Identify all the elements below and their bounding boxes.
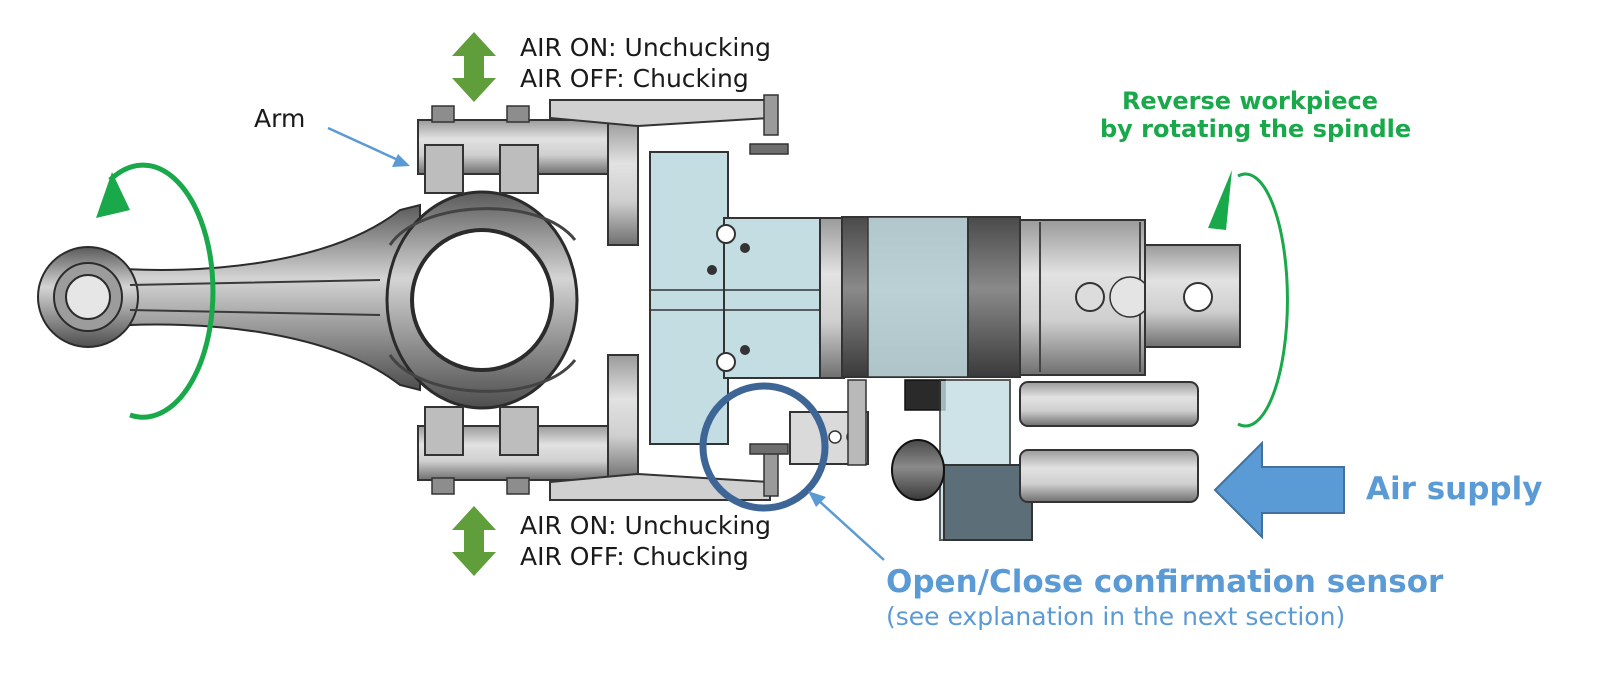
double-arrow-vertical-icon — [452, 506, 496, 576]
bottom-air-on-label: AIR ON: Unchucking — [520, 511, 772, 540]
arm-pointer-arrow — [327, 126, 410, 167]
arm-label: Arm — [254, 104, 306, 133]
gripper-body — [649, 151, 1241, 445]
sensor-title-label: Open/Close confirmation sensor — [886, 564, 1444, 600]
reverse-workpiece-label: Reverse workpiece by rotating the spindl… — [1100, 87, 1412, 143]
rotation-arrow-icon — [96, 162, 216, 420]
bottom-air-off-label: AIR OFF: Chucking — [520, 542, 749, 571]
upper-arm — [417, 94, 789, 246]
rotation-arrow-icon — [1208, 170, 1289, 428]
sensor-pointer-arrow — [808, 491, 885, 561]
air-cylinders — [789, 379, 1199, 541]
air-supply-label: Air supply — [1366, 471, 1543, 507]
sensor-highlight-circle — [699, 382, 829, 512]
sensor-note-label: (see explanation in the next section) — [886, 602, 1346, 631]
connecting-rod-workpiece — [37, 190, 579, 410]
left-arrow-icon — [1213, 440, 1345, 540]
top-air-on-label: AIR ON: Unchucking — [520, 33, 772, 62]
top-air-off-label: AIR OFF: Chucking — [520, 64, 749, 93]
double-arrow-vertical-icon — [452, 32, 496, 102]
reverse-line-2: by rotating the spindle — [1100, 114, 1412, 143]
reverse-line-1: Reverse workpiece — [1121, 87, 1379, 115]
